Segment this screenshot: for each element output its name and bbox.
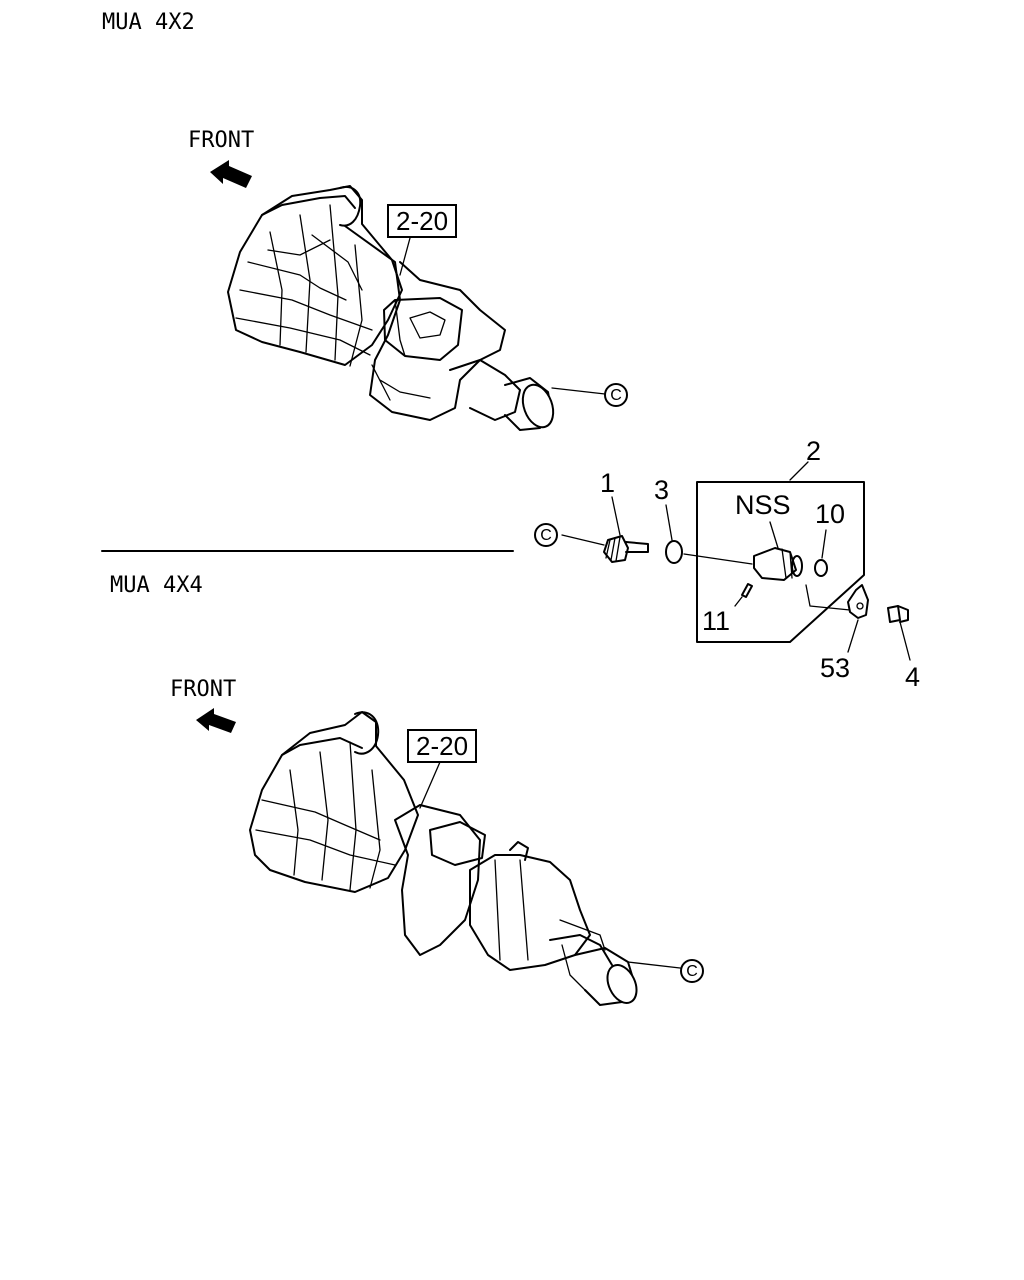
nss-assembly-box (696, 461, 865, 643)
part-10 (814, 529, 828, 577)
section-title-4x2: MUA 4X2 (102, 10, 195, 35)
part-number-11: 11 (702, 606, 731, 636)
callout-2-20-bottom: 2-20 (407, 729, 478, 763)
part-4-bolt (887, 605, 911, 661)
part-number-4: 4 (905, 662, 921, 692)
front-label-top: FRONT (188, 128, 255, 153)
part-53-bracket (805, 584, 869, 653)
front-arrow-icon-top (210, 160, 252, 188)
callout-2-20-top: 2-20 (387, 204, 458, 238)
nss-switch-part (683, 521, 803, 581)
transmission-4x2-drawing (227, 185, 606, 431)
front-arrow-icon-bottom (196, 708, 236, 733)
part-number-1: 1 (600, 468, 616, 498)
circle-c-reference-icon-bottom: C (680, 959, 704, 983)
o-ring-part (665, 504, 683, 564)
part-number-2: 2 (806, 436, 822, 466)
front-label-bottom: FRONT (170, 677, 237, 702)
section-title-4x4: MUA 4X4 (110, 573, 203, 598)
transmission-4x4-drawing (249, 711, 681, 1006)
circle-c-reference-icon-top: C (604, 383, 628, 407)
circle-c-reference-icon-middle: C (534, 523, 558, 547)
part-11-pin (734, 583, 753, 607)
part-number-10: 10 (815, 499, 846, 529)
part-label-nss: NSS (735, 490, 791, 520)
part-number-3: 3 (654, 475, 670, 505)
driven-gear-part (561, 496, 649, 563)
part-number-53: 53 (820, 653, 851, 683)
